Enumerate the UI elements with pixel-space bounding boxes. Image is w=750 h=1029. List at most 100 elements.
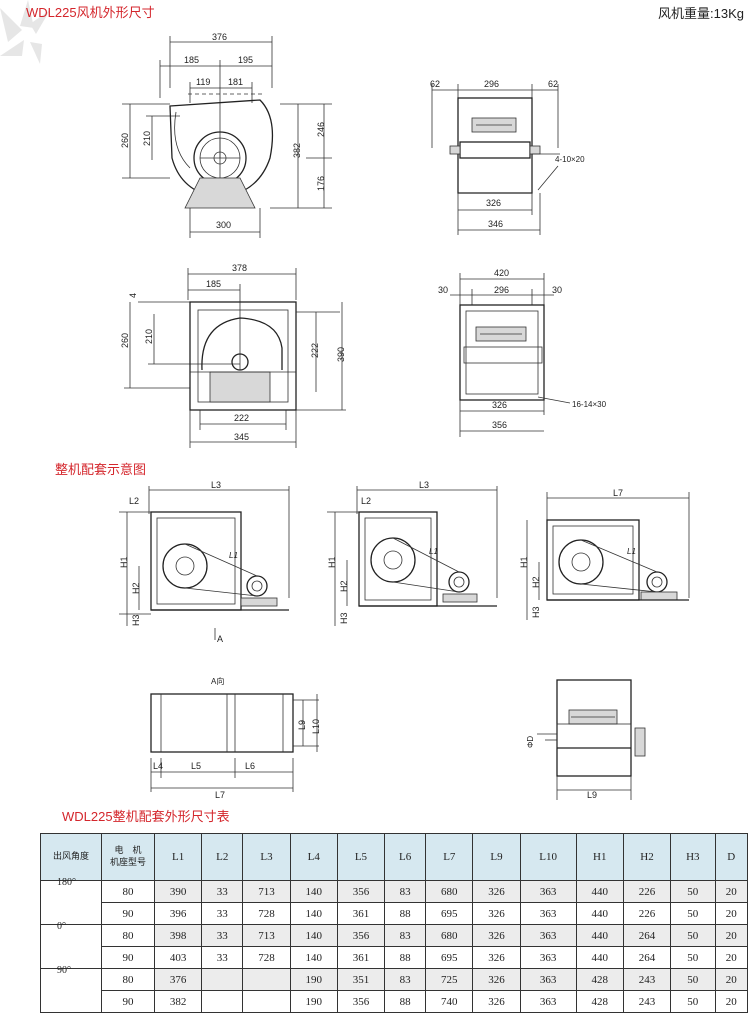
front-view-drawing: 62 296 62 4-10×20 326 346 (430, 79, 585, 235)
cell-L3 (242, 968, 291, 991)
dim-185b: 185 (206, 279, 221, 289)
front-view2-drawing: 420 30 296 30 16-14×30 326 356 (438, 268, 607, 437)
cell-L10: 363 (519, 902, 577, 925)
cell-L5: 356 (336, 880, 386, 903)
table-row: 90 396 33 728 140 361 88 695 326 363 440… (41, 902, 748, 925)
dim-420: 420 (494, 268, 509, 278)
cell-H1: 440 (575, 880, 624, 903)
cell-L4: 190 (289, 968, 338, 991)
hole-spec: 4-10×20 (555, 155, 585, 164)
dim-356: 356 (492, 420, 507, 430)
header-L6: L6 (384, 833, 427, 881)
cell-H1: 440 (575, 946, 624, 969)
label-L3-a: L3 (211, 480, 221, 490)
dim-260: 260 (120, 133, 130, 148)
cell-L4: 140 (289, 902, 338, 925)
dim-30-left: 30 (438, 285, 448, 295)
cell-D: 20 (714, 946, 748, 969)
cell-L4: 140 (289, 880, 338, 903)
label-L1-a: L1 (229, 551, 238, 560)
cell-L7: 695 (425, 946, 474, 969)
label-L7-c: L7 (613, 488, 623, 498)
label-A-view: A向 (211, 676, 224, 686)
dim-195: 195 (238, 55, 253, 65)
label-L6: L6 (245, 761, 255, 771)
cell-H3: 50 (670, 880, 716, 903)
cell-L2: 33 (201, 924, 244, 947)
cell-L7: 725 (425, 968, 474, 991)
cell-L1: 403 (153, 946, 203, 969)
table-row: 90 382 190 356 88 740 326 363 428 243 50… (41, 990, 748, 1013)
cell-H2: 226 (622, 902, 672, 925)
cell-L10: 363 (519, 924, 577, 947)
header-H1: H1 (575, 833, 624, 881)
dim-390: 390 (336, 347, 346, 362)
header-L2: L2 (201, 833, 244, 881)
label-L4: L4 (153, 761, 163, 771)
dim-119: 119 (196, 77, 210, 87)
dim-296b: 296 (494, 285, 509, 295)
dim-346: 346 (488, 219, 503, 229)
header-H2: H2 (622, 833, 672, 881)
dim-246: 246 (316, 122, 326, 137)
cell-L5: 361 (336, 902, 386, 925)
fan-weight: 风机重量:13Kg (658, 6, 744, 21)
cell-L6: 83 (384, 968, 427, 991)
cell-L9: 326 (472, 946, 521, 969)
dim-326b: 326 (492, 400, 507, 410)
label-L2-b: L2 (361, 496, 371, 506)
header-L5: L5 (336, 833, 386, 881)
dim-296: 296 (484, 79, 499, 89)
cell-L9: 326 (472, 968, 521, 991)
header-L9: L9 (472, 833, 521, 881)
label-L10: L10 (311, 719, 321, 734)
assembly-title: 整机配套示意图 (55, 462, 147, 477)
dim-210: 210 (142, 131, 152, 146)
label-H2-a: H2 (131, 582, 141, 594)
angle-90-label: 90° (57, 965, 71, 976)
dim-300: 300 (216, 220, 231, 230)
cell-L7: 680 (425, 880, 474, 903)
cell-L1: 376 (153, 968, 203, 991)
angle-0: 0° (40, 921, 102, 969)
cell-D: 20 (714, 990, 748, 1013)
cell-H3: 50 (670, 968, 716, 991)
label-H3-b: H3 (339, 612, 349, 624)
cell-L1: 390 (153, 880, 203, 903)
dim-222-h: 222 (234, 413, 249, 423)
drawing-title: WDL225风机外形尺寸 (26, 5, 155, 20)
table-row: 180° 80 390 33 713 140 356 83 680 326 36… (40, 877, 748, 925)
cell-H2: 243 (622, 990, 672, 1013)
cell-L2: 33 (201, 880, 244, 903)
cell-L10: 363 (519, 946, 577, 969)
table-row: 0° 80 398 33 713 140 356 83 680 326 363 … (40, 921, 748, 969)
label-D: ΦD (526, 736, 535, 748)
cell-L10: 363 (519, 990, 577, 1013)
header-L3: L3 (242, 833, 291, 881)
cell-L1: 382 (153, 990, 203, 1013)
cell-L10: 363 (519, 968, 577, 991)
header-L10: L10 (519, 833, 577, 881)
cell-L9: 326 (472, 902, 521, 925)
cell-D: 20 (714, 880, 748, 903)
label-A: A (217, 634, 223, 644)
label-H3-a: H3 (131, 614, 141, 626)
label-L3-b: L3 (419, 480, 429, 490)
cell-H2: 226 (622, 880, 672, 903)
label-L9-a: L9 (297, 720, 307, 730)
cell-H2: 264 (622, 946, 672, 969)
cell-L2 (201, 968, 244, 991)
cell-H1: 428 (575, 968, 624, 991)
cell-H3: 50 (670, 902, 716, 925)
label-L1-b: L1 (429, 547, 438, 556)
cell-H3: 50 (670, 924, 716, 947)
cell-L9: 326 (472, 924, 521, 947)
angle-0-label: 0° (57, 921, 66, 932)
cell-H1: 440 (575, 902, 624, 925)
cell-L3: 728 (242, 902, 291, 925)
cell-L3: 713 (242, 880, 291, 903)
cell-L4: 140 (289, 946, 338, 969)
table-title: WDL225整机配套外形尺寸表 (62, 809, 230, 824)
dim-4: 4 (128, 293, 138, 298)
dim-30-right: 30 (552, 285, 562, 295)
